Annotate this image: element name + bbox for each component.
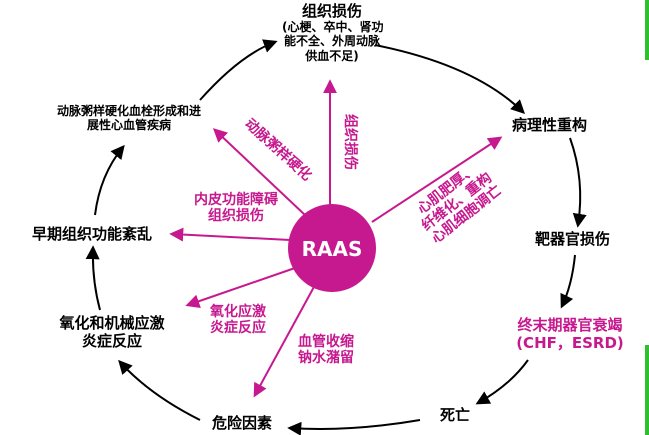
spoke-label-endothelial-line1: 内皮功能障碍	[194, 192, 278, 208]
spoke-label-oxidative-line2: 炎症反应	[210, 320, 266, 337]
spoke-label-endothelial-line2: 组织损伤	[208, 208, 264, 225]
raas-circle	[288, 204, 376, 292]
cycle-arrow-oxidative-to-early	[85, 245, 101, 311]
node-tissue-damage-title: 组织损伤	[301, 2, 362, 20]
node-tissue-damage-line: (心梗、卒中、肾功	[282, 20, 384, 34]
spoke-label-vascular-line1: 血管收缩	[298, 334, 354, 350]
spoke-label-oxidative: 氧化应激 炎症反应	[198, 304, 278, 336]
node-atherosclerosis-line1: 动脉粥样硬化血栓形成和进	[57, 104, 202, 118]
cycle-arrow-early-to-athero	[94, 144, 125, 216]
spoke-arrow-oxidative	[185, 267, 296, 308]
node-risk-factors: 危险因素	[212, 414, 273, 432]
cycle-arrow-death-to-risk	[287, 419, 421, 435]
node-end-stage-failure-line1: 终末期器官衰竭	[517, 316, 623, 334]
node-death: 死亡	[440, 406, 471, 424]
node-remodeling: 病理性重构	[512, 116, 588, 134]
cycle-arrow-failure-to-death	[475, 359, 529, 405]
node-end-stage-failure-line2: (CHF，ESRD)	[516, 334, 624, 352]
cycle-arrow-tissue-to-remodeling	[374, 44, 526, 114]
node-target-organ-damage: 靶器官损伤	[535, 230, 611, 248]
node-end-stage-failure: 终末期器官衰竭 (CHF，ESRD)	[500, 316, 640, 352]
node-atherosclerosis-line2: 展性心血管疾病	[87, 118, 172, 133]
cycle-arrow-target-to-failure	[560, 254, 576, 309]
frame-edge	[645, 0, 649, 60]
spoke-arrow-myocardial	[371, 136, 503, 223]
node-oxidative-stress-line1: 氧化和机械应激	[59, 314, 165, 332]
cycle-arrow-athero-to-tissue	[199, 39, 278, 101]
spoke-label-tissue-damage: 组织损伤	[342, 114, 359, 171]
spoke-arrow-endothelial	[169, 227, 291, 242]
node-oxidative-stress: 氧化和机械应激 炎症反应	[42, 314, 182, 350]
cycle-arrow-remodeling-to-target	[569, 137, 587, 228]
spoke-label-endothelial: 内皮功能障碍 组织损伤	[186, 192, 286, 224]
spoke-arrow-vascular	[253, 284, 316, 398]
frame-edge	[645, 345, 649, 435]
cycle-arrow-risk-to-oxidative	[118, 359, 201, 421]
node-oxidative-stress-line2: 炎症反应	[81, 332, 142, 350]
node-early-dysfunction: 早期组织功能紊乱	[32, 225, 153, 243]
spoke-label-oxidative-line1: 氧化应激	[210, 304, 266, 320]
spoke-arrow-athero	[212, 128, 306, 216]
node-tissue-damage: 组织损伤 (心梗、卒中、肾功 能不全、外周动脉 供血不足)	[282, 2, 384, 63]
node-tissue-damage-line: 能不全、外周动脉	[283, 34, 380, 49]
spoke-label-vascular: 血管收缩 钠水潴留	[286, 334, 366, 366]
node-tissue-damage-line: 供血不足)	[305, 48, 359, 63]
spoke-label-vascular-line2: 钠水潴留	[298, 350, 354, 367]
node-atherosclerosis: 动脉粥样硬化血栓形成和进 展性心血管疾病	[57, 104, 201, 133]
raas-label: RAAS	[302, 237, 363, 261]
